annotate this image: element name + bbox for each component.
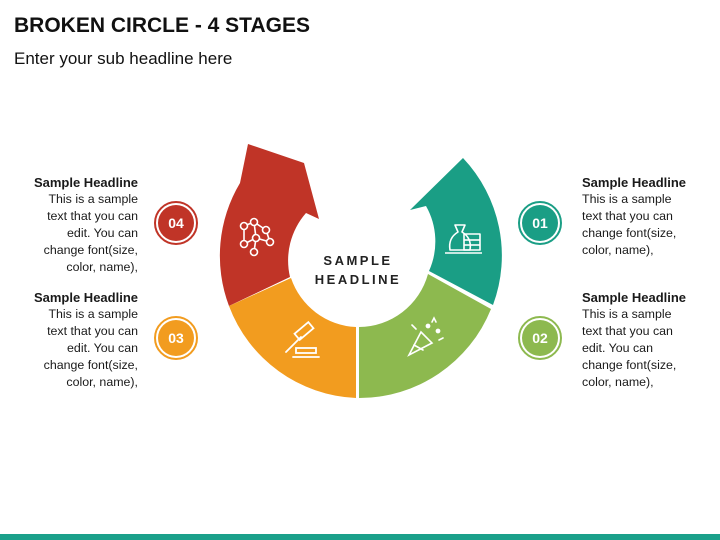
- segment-04: [219, 144, 319, 306]
- stage-text-01-line3: change font(size,: [582, 226, 677, 240]
- stage-number-04: 04: [158, 205, 194, 241]
- stage-text-01-line2: text that you can: [582, 209, 673, 223]
- stage-badge-03: 03: [154, 316, 198, 360]
- stage-text-03-line1: This is a sample: [48, 307, 138, 321]
- text-block-02: Sample Headline This is a sample text th…: [582, 289, 712, 391]
- stage-text-02-line5: color, name),: [582, 375, 654, 389]
- text-block-03: Sample Headline This is a sample text th…: [8, 289, 138, 391]
- stage-text-04-line3: edit. You can: [67, 226, 138, 240]
- text-block-04: Sample Headline This is a sample text th…: [8, 174, 138, 276]
- stage-text-04-line5: color, name),: [66, 260, 138, 274]
- center-headline-line2: HEADLINE: [315, 272, 401, 287]
- stage-text-03-line4: change font(size,: [43, 358, 138, 372]
- stage-badge-02: 02: [518, 316, 562, 360]
- stage-badge-01: 01: [518, 201, 562, 245]
- stage-number-02: 02: [522, 320, 558, 356]
- stage-text-03-line3: edit. You can: [67, 341, 138, 355]
- money-bag-icon: [445, 224, 482, 254]
- bottom-accent-bar: [0, 534, 720, 540]
- stage-badge-04: 04: [154, 201, 198, 245]
- stage-text-03-line2: text that you can: [47, 324, 138, 338]
- stage-text-01-line4: color, name),: [582, 243, 654, 257]
- network-icon: [239, 217, 275, 257]
- stage-text-02-line1: This is a sample: [582, 307, 672, 321]
- party-popper-icon: [407, 316, 444, 357]
- stage-text-04-line4: change font(size,: [43, 243, 138, 257]
- text-block-01: Sample Headline This is a sample text th…: [582, 174, 712, 259]
- stage-heading-01: Sample Headline: [582, 175, 687, 190]
- stage-text-04-line1: This is a sample: [48, 192, 138, 206]
- gavel-icon: [285, 320, 320, 358]
- page-title: BROKEN CIRCLE - 4 STAGES: [14, 14, 310, 37]
- stage-text-01-line1: This is a sample: [582, 192, 672, 206]
- page-subtitle: Enter your sub headline here: [14, 49, 233, 68]
- stage-text-02-line4: change font(size,: [582, 358, 677, 372]
- stage-text-02-line2: text that you can: [582, 324, 673, 338]
- stage-text-03-line5: color, name),: [66, 375, 138, 389]
- center-headline-line1: SAMPLE: [323, 253, 392, 268]
- stage-heading-04: Sample Headline: [33, 175, 138, 190]
- segment-03: [229, 278, 356, 398]
- stage-number-01: 01: [522, 205, 558, 241]
- stage-text-04-line2: text that you can: [47, 209, 138, 223]
- stage-heading-02: Sample Headline: [582, 290, 687, 305]
- stage-heading-03: Sample Headline: [33, 290, 138, 305]
- stage-text-02-line3: edit. You can: [582, 341, 653, 355]
- segment-01: [410, 158, 502, 305]
- stage-number-03: 03: [158, 320, 194, 356]
